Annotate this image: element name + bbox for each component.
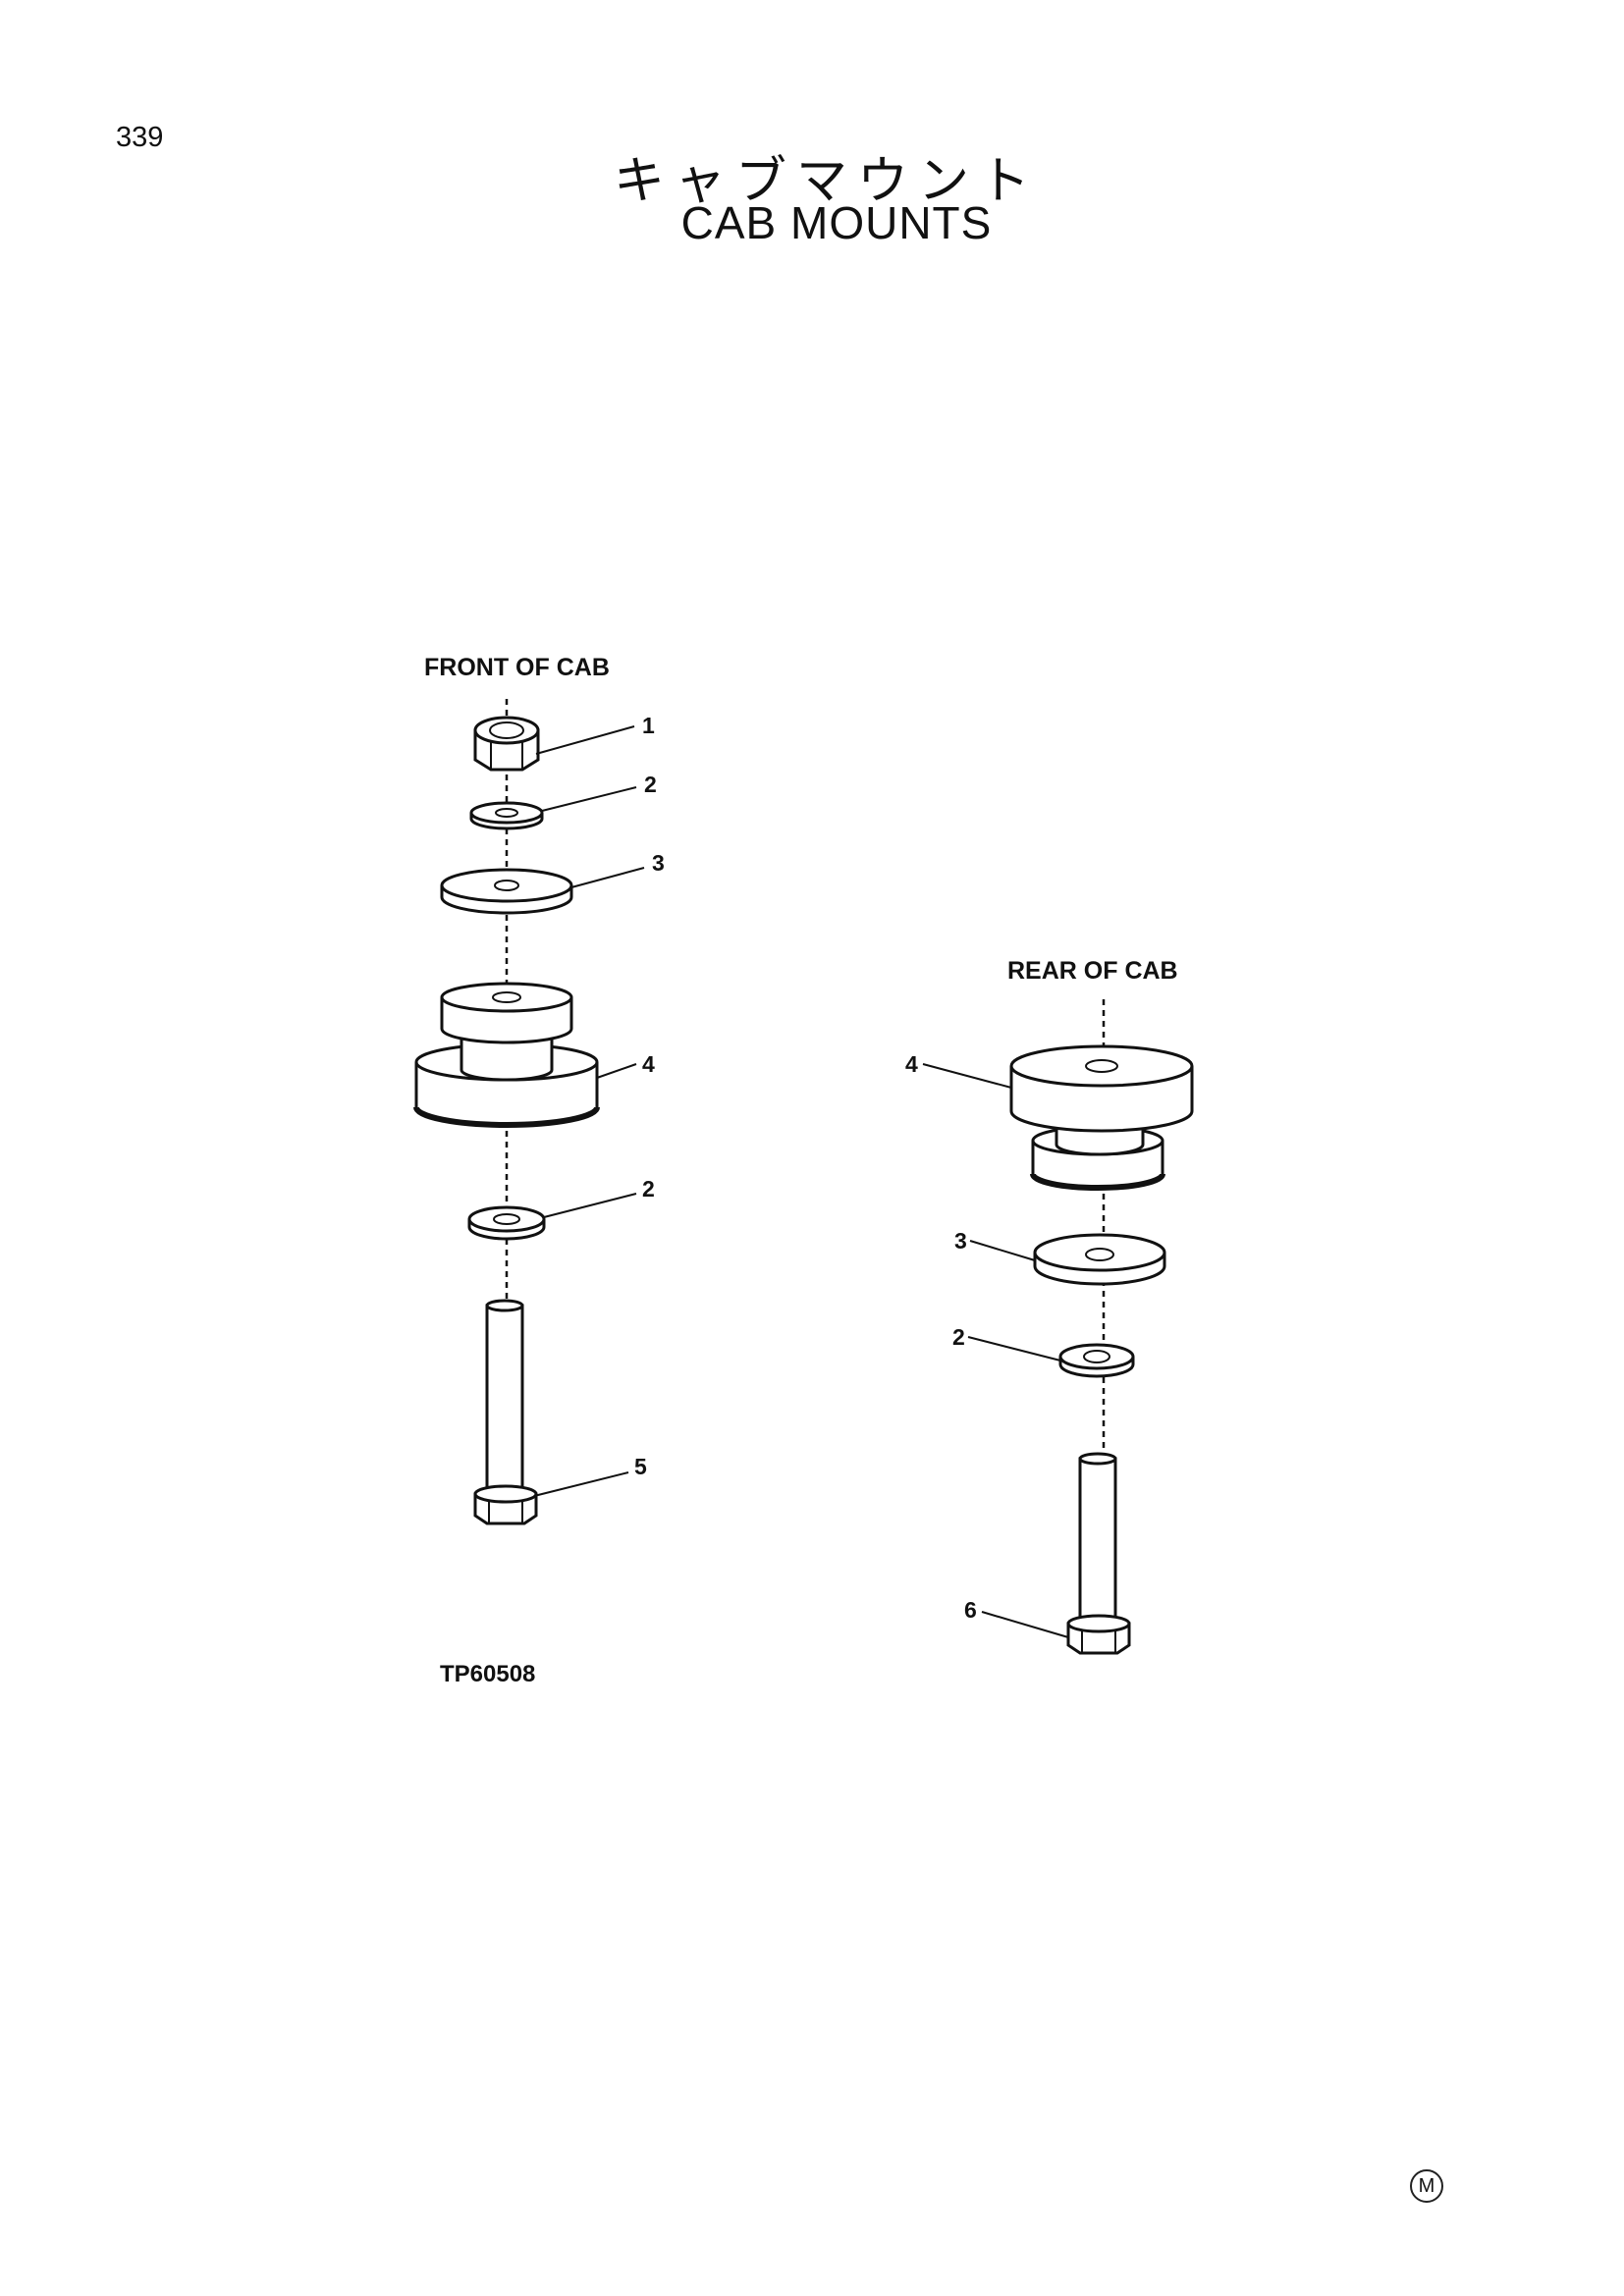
callout-front-1: 1 <box>642 713 655 738</box>
front-leader-2-upper <box>541 786 637 812</box>
rear-of-cab-caption: REAR OF CAB <box>1007 957 1178 985</box>
rear-assembly <box>922 999 1194 1655</box>
front-leader-4 <box>596 1063 637 1079</box>
registered-mark-icon: M <box>1410 2169 1443 2203</box>
title-english-text: CAB MOUNTS <box>680 197 993 248</box>
rear-leader-6 <box>981 1611 1069 1638</box>
front-leader-5 <box>533 1471 629 1497</box>
front-rubber-mount <box>413 982 600 1128</box>
front-washer-small-lower <box>467 1205 546 1241</box>
callout-rear-3: 3 <box>954 1228 967 1254</box>
title-japanese-text: キャブマウント <box>613 152 1040 211</box>
front-washer-small-upper <box>469 801 544 830</box>
front-leader-1 <box>535 725 635 755</box>
page-number: 339 <box>116 122 164 153</box>
front-leader-2-lower <box>543 1193 637 1218</box>
front-assembly <box>413 699 645 1525</box>
rear-leader-3 <box>969 1240 1036 1261</box>
title-japanese: キャブマウント <box>0 139 1624 213</box>
front-bolt <box>473 1299 538 1525</box>
callout-front-2-lower: 2 <box>642 1176 655 1201</box>
front-of-cab-caption: FRONT OF CAB <box>424 654 610 681</box>
callout-front-4: 4 <box>642 1051 655 1077</box>
figure-code: TP60508 <box>440 1661 536 1687</box>
rear-washer-large <box>1033 1233 1166 1286</box>
rear-bolt <box>1066 1452 1131 1655</box>
rear-leader-2 <box>967 1336 1061 1362</box>
callout-rear-4: 4 <box>905 1051 918 1077</box>
front-washer-large <box>440 868 573 915</box>
front-nut <box>473 716 540 772</box>
front-leader-3 <box>570 867 645 888</box>
callout-front-2-upper: 2 <box>644 772 657 797</box>
rear-leader-4 <box>922 1063 1012 1089</box>
callout-front-5: 5 <box>634 1454 647 1479</box>
callout-front-3: 3 <box>652 850 665 876</box>
callout-rear-2: 2 <box>952 1324 965 1350</box>
rear-washer-small <box>1058 1343 1135 1378</box>
rear-rubber-mount <box>1009 1044 1194 1191</box>
title-english: CAB MOUNTS <box>0 196 1624 249</box>
callout-rear-6: 6 <box>964 1597 977 1623</box>
